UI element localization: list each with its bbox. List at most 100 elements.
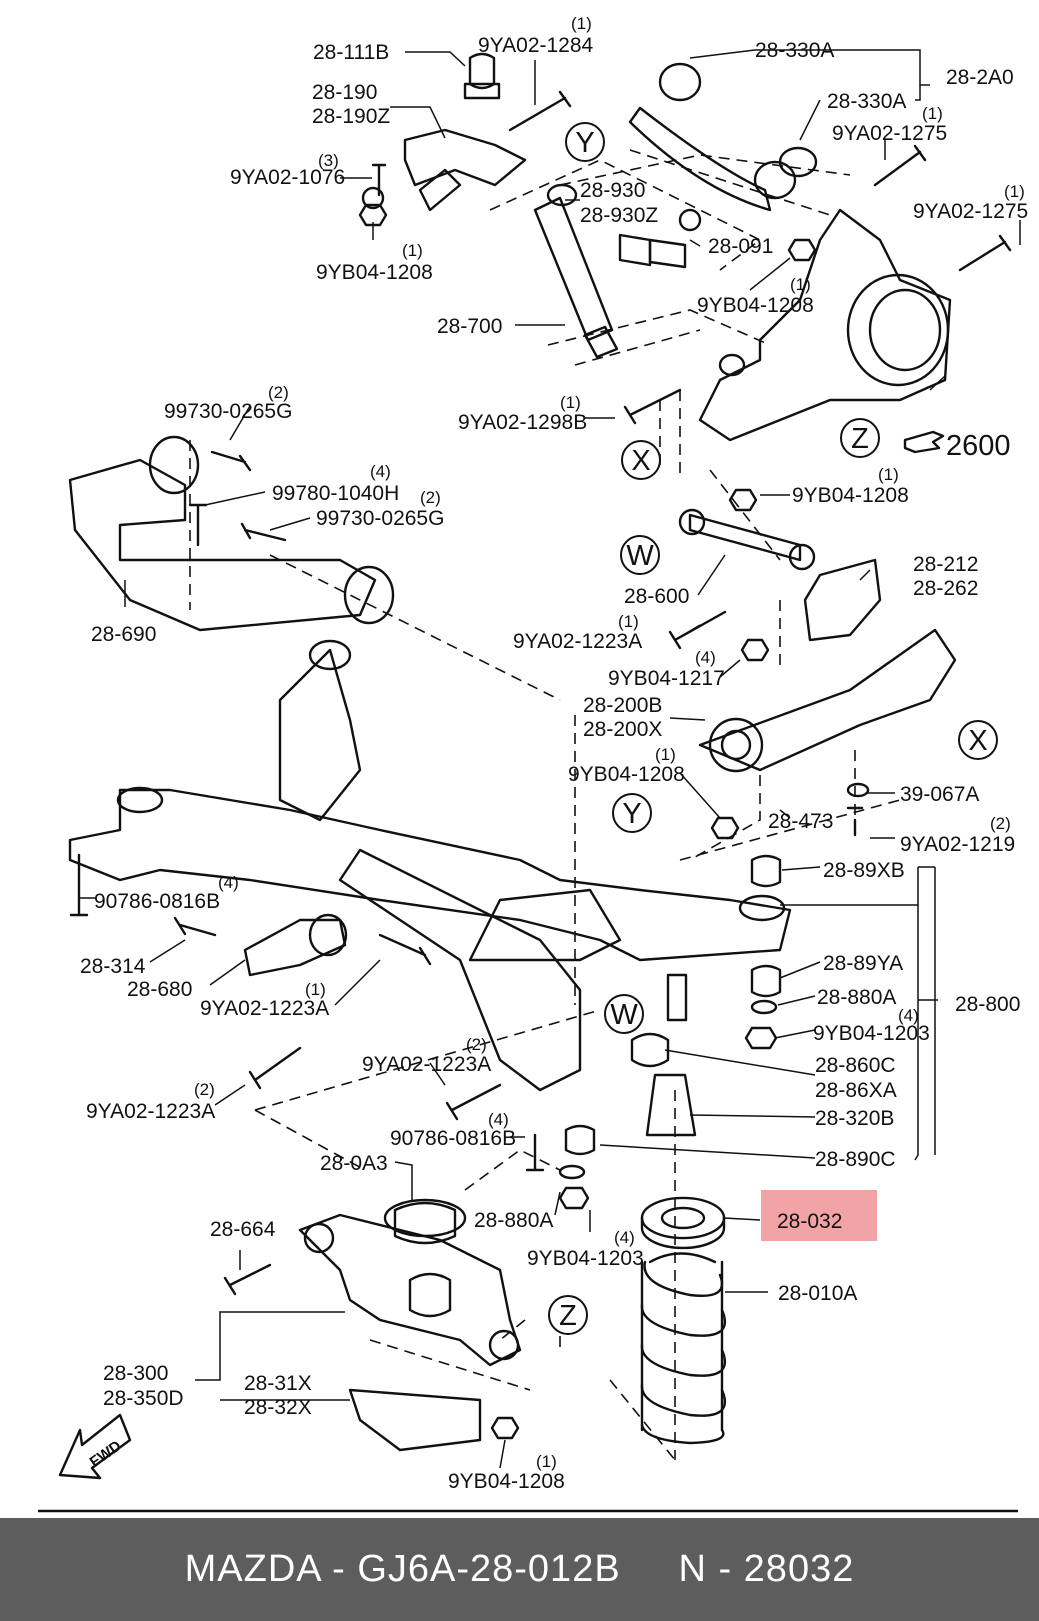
label-28-860C: 28-860C	[815, 1054, 896, 1077]
label-28-190: 28-190	[312, 81, 377, 104]
qty: (1)	[560, 393, 581, 412]
ref-Z-lower: Z	[548, 1295, 588, 1335]
bushing-28-680	[243, 913, 348, 977]
label-28-473: 28-473	[768, 810, 833, 833]
qty: (2)	[268, 383, 289, 402]
label-9YB04-1208: 9YB04-1208	[448, 1470, 565, 1493]
label-28-880A: 28-880A	[474, 1209, 553, 1232]
shock-absorber-28-700	[533, 183, 687, 359]
label-9YB04-1208: 9YB04-1208	[316, 261, 433, 284]
label-9YB04-1217: 9YB04-1217	[608, 667, 725, 690]
label-28-190Z: 28-190Z	[312, 105, 390, 128]
label-28-200X: 28-200X	[583, 718, 662, 741]
highlight-box-28-032	[761, 1190, 877, 1241]
lower-arm-28-300	[298, 1198, 522, 1452]
forward-arrow	[58, 1413, 132, 1480]
label-28-300: 28-300	[103, 1362, 168, 1385]
label-28-664: 28-664	[210, 1218, 276, 1241]
reference-markers: Y X Z W X Y W Z	[548, 122, 998, 1335]
label-28-212: 28-212	[913, 553, 978, 576]
spring-seat-28-032	[640, 1196, 726, 1250]
upper-arm-28-690	[68, 435, 395, 632]
label-9YA02-1223A: 9YA02-1223A	[200, 997, 329, 1020]
label-28-89YA: 28-89YA	[823, 952, 903, 975]
label-9YA02-1275: 9YA02-1275	[913, 200, 1028, 223]
upper-mount-bracket	[361, 52, 527, 212]
ref-X-upper: X	[621, 440, 661, 480]
qty: (1)	[536, 1452, 557, 1471]
label-28-690: 28-690	[91, 623, 156, 646]
nuts-and-washers	[358, 203, 870, 1440]
qty: (4)	[695, 648, 716, 667]
label-39-067A: 39-067A	[900, 783, 979, 806]
label-28-200B: 28-200B	[583, 694, 662, 717]
svg-text:X: X	[968, 725, 987, 757]
label-28-111B: 28-111B	[313, 41, 389, 64]
qty: (1)	[878, 465, 899, 484]
label-9YA02-1219: 9YA02-1219	[900, 833, 1015, 856]
label-28-700: 28-700	[437, 315, 502, 338]
knuckle-2600	[698, 208, 952, 442]
qty: (4)	[614, 1228, 635, 1247]
label-28-680: 28-680	[127, 978, 192, 1001]
label-28-330A: 28-330A	[755, 39, 834, 62]
label-9YA02-1076: 9YA02-1076	[230, 166, 345, 189]
svg-text:W: W	[610, 999, 638, 1031]
label-28-262: 28-262	[913, 577, 978, 600]
crossmember-28-800	[68, 639, 792, 1092]
bracket-28-212	[803, 558, 882, 642]
svg-text:Y: Y	[575, 127, 594, 159]
label-28-314: 28-314	[80, 955, 146, 978]
label-9YB04-1208: 9YB04-1208	[568, 763, 685, 786]
label-28-330A: 28-330A	[827, 90, 906, 113]
label-9YA02-1223A: 9YA02-1223A	[86, 1100, 215, 1123]
label-9YA02-1275: 9YA02-1275	[832, 122, 947, 145]
qty: (2)	[990, 814, 1011, 833]
label-28-091: 28-091	[708, 235, 773, 258]
label-99730-0265G: 99730-0265G	[316, 507, 444, 530]
qty: (1)	[571, 14, 592, 33]
label-9YA02-1223A: 9YA02-1223A	[513, 630, 642, 653]
shock-mount-parts	[564, 854, 782, 1156]
part-labels: 28-111B (1) 9YA02-1284 28-190 28-190Z (3…	[80, 14, 1028, 1493]
label-28-86XA: 28-86XA	[815, 1079, 897, 1102]
qty: (4)	[488, 1110, 509, 1129]
qty: (3)	[318, 151, 339, 170]
label-9YA02-1298B: 9YA02-1298B	[458, 411, 587, 434]
trailing-link-28-200B	[698, 628, 957, 773]
qty: (1)	[618, 612, 639, 631]
qty: (1)	[655, 745, 676, 764]
label-9YB04-1208: 9YB04-1208	[697, 294, 814, 317]
ref-Z-upper: Z	[840, 418, 880, 458]
label-28-930Z: 28-930Z	[580, 204, 658, 227]
ref-Y-lower: Y	[612, 793, 652, 833]
footer-bar: MAZDA - GJ6A-28-012B N - 28032	[0, 1518, 1039, 1621]
label-9YA02-1284: 9YA02-1284	[478, 34, 594, 57]
coil-spring-28-010A	[640, 1252, 727, 1445]
upper-arm-28-2A0	[628, 62, 818, 212]
label-28-880A: 28-880A	[817, 986, 896, 1009]
ref-W-lower: W	[604, 994, 644, 1034]
qty: (2)	[420, 488, 441, 507]
svg-text:Z: Z	[851, 423, 869, 455]
label-90786-0816B: 90786-0816B	[390, 1127, 516, 1150]
part-number-caption: MAZDA - GJ6A-28-012B N - 28032	[184, 1548, 855, 1590]
label-28-600: 28-600	[624, 585, 689, 608]
qty: (1)	[790, 275, 811, 294]
label-28-2A0: 28-2A0	[946, 66, 1014, 89]
label-28-890C: 28-890C	[815, 1148, 896, 1171]
label-90786-0816B: 90786-0816B	[94, 890, 220, 913]
label-99780-1040H: 99780-1040H	[272, 482, 399, 505]
label-2600: 2600	[946, 430, 1011, 462]
label-fwd: FWD	[87, 1437, 125, 1471]
label-9YB04-1203: 9YB04-1203	[527, 1247, 644, 1270]
ref-X-lower: X	[958, 720, 998, 760]
label-28-32X: 28-32X	[244, 1396, 312, 1419]
qty: (4)	[370, 462, 391, 481]
ref-W-upper: W	[620, 535, 660, 575]
bolts	[69, 90, 1012, 1296]
dashed-assembly-lines	[189, 149, 901, 1461]
label-28-0A3: 28-0A3	[320, 1152, 388, 1175]
qty: (1)	[1004, 182, 1025, 201]
svg-text:X: X	[631, 445, 650, 477]
